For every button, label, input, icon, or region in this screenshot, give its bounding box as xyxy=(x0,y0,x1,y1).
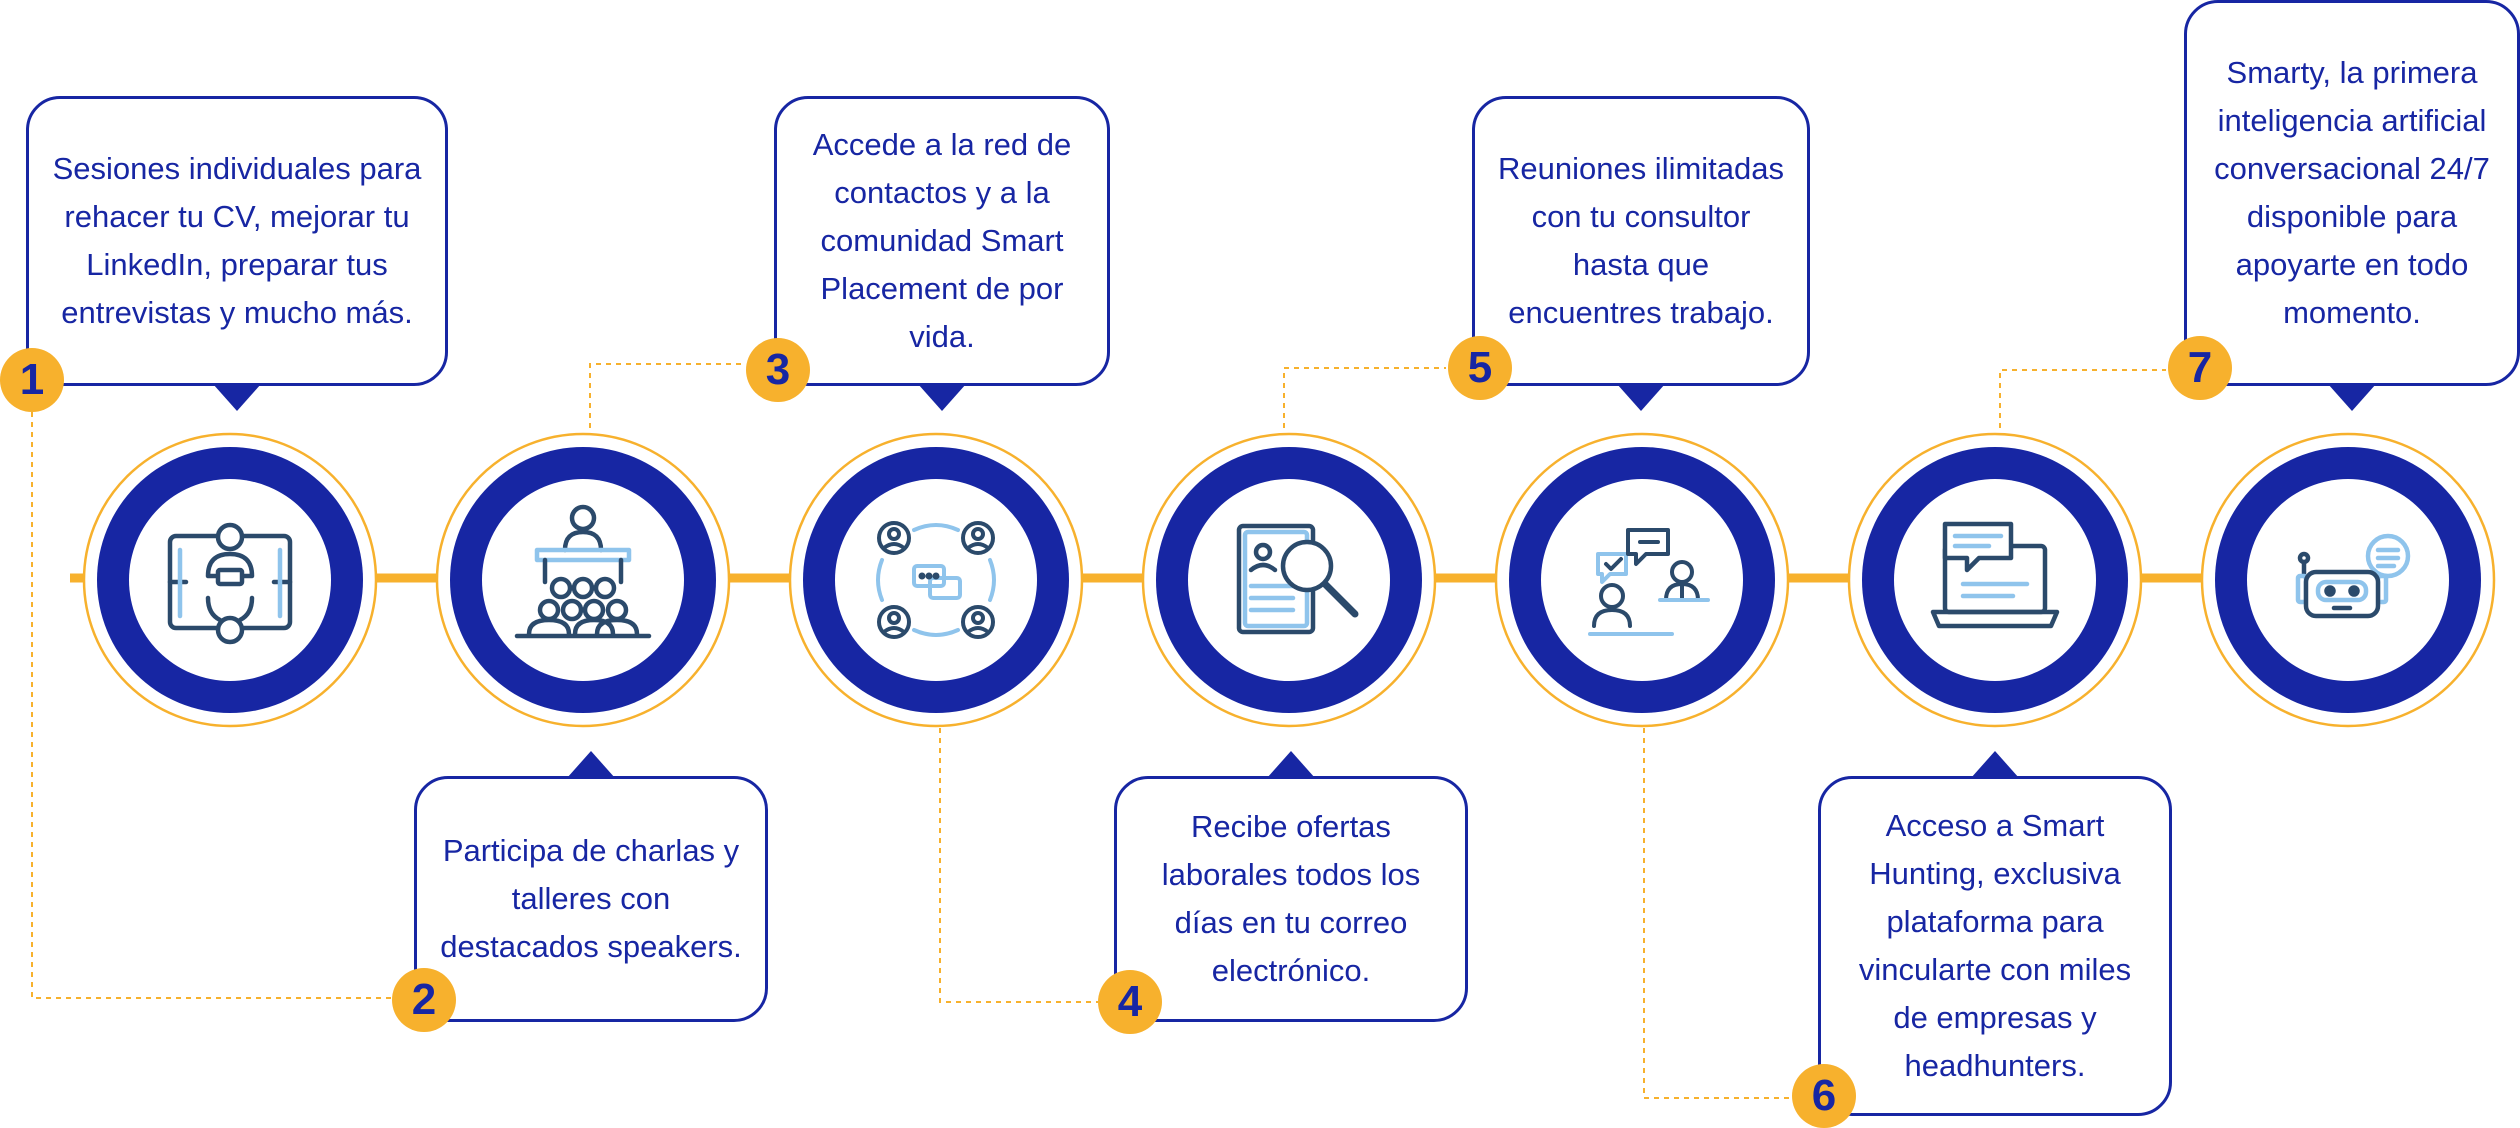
step-text-5: Reuniones ilimitadas con tu consultor ha… xyxy=(1497,151,1785,330)
step-circle-4 xyxy=(1141,432,1437,728)
step-description-2: Participa de charlas y talleres con dest… xyxy=(414,751,768,1022)
step-description-7: Smarty, la primera inteligencia artifici… xyxy=(2184,0,2520,411)
laptop-platform-icon xyxy=(1930,521,2060,629)
step-description-1: Sesiones individuales para rehacer tu CV… xyxy=(26,96,448,411)
consultant-meeting-icon xyxy=(1588,528,1710,636)
speaker-audience-icon xyxy=(514,504,652,639)
step-text-3: Accede a la red de contactos y a la comu… xyxy=(812,127,1072,354)
step-description-4: Recibe ofertas laborales todos los días … xyxy=(1114,751,1468,1022)
step-circle-2 xyxy=(435,432,731,728)
step-circle-7 xyxy=(2200,432,2496,728)
job-offer-search-icon xyxy=(1236,523,1359,635)
step-node-1 xyxy=(81,431,379,729)
step-circle-6 xyxy=(1847,432,2143,728)
step-circle-3 xyxy=(788,432,1084,728)
chatbot-robot-icon xyxy=(2295,533,2411,619)
step-text-6: Acceso a Smart Hunting, exclusiva plataf… xyxy=(1858,808,2132,1083)
step-number-badge-1: 1 xyxy=(0,348,64,412)
step-description-3: Accede a la red de contactos y a la comu… xyxy=(774,96,1110,411)
step-text-4: Recibe ofertas laborales todos los días … xyxy=(1161,809,1421,988)
network-community-icon xyxy=(876,521,996,639)
connector-step-5 xyxy=(1283,367,1446,428)
step-description-6: Acceso a Smart Hunting, exclusiva plataf… xyxy=(1818,751,2172,1116)
connector-step-3 xyxy=(589,363,746,428)
connector-step-6 xyxy=(1643,728,1796,1099)
step-number-badge-4: 4 xyxy=(1098,970,1162,1034)
step-number-badge-5: 5 xyxy=(1448,336,1512,400)
step-number-badge-6: 6 xyxy=(1792,1064,1856,1128)
step-number-badge-3: 3 xyxy=(746,338,810,402)
step-node-5 xyxy=(1493,431,1791,729)
step-node-3 xyxy=(787,431,1085,729)
step-node-4 xyxy=(1140,431,1438,729)
step-circle-5 xyxy=(1494,432,1790,728)
step-node-7 xyxy=(2199,431,2497,729)
step-text-7: Smarty, la primera inteligencia artifici… xyxy=(2214,55,2490,330)
step-node-6 xyxy=(1846,431,2144,729)
connector-step-7 xyxy=(1999,369,2166,428)
step-text-2: Participa de charlas y talleres con dest… xyxy=(440,833,742,964)
step-description-5: Reuniones ilimitadas con tu consultor ha… xyxy=(1472,96,1810,411)
step-circle-1 xyxy=(82,432,378,728)
cv-chat-consultation-icon xyxy=(167,522,293,645)
step-number-badge-2: 2 xyxy=(392,968,456,1032)
step-text-1: Sesiones individuales para rehacer tu CV… xyxy=(52,151,422,330)
connector-step-4 xyxy=(939,728,1098,1003)
step-number-badge-7: 7 xyxy=(2168,336,2232,400)
step-node-2 xyxy=(434,431,732,729)
